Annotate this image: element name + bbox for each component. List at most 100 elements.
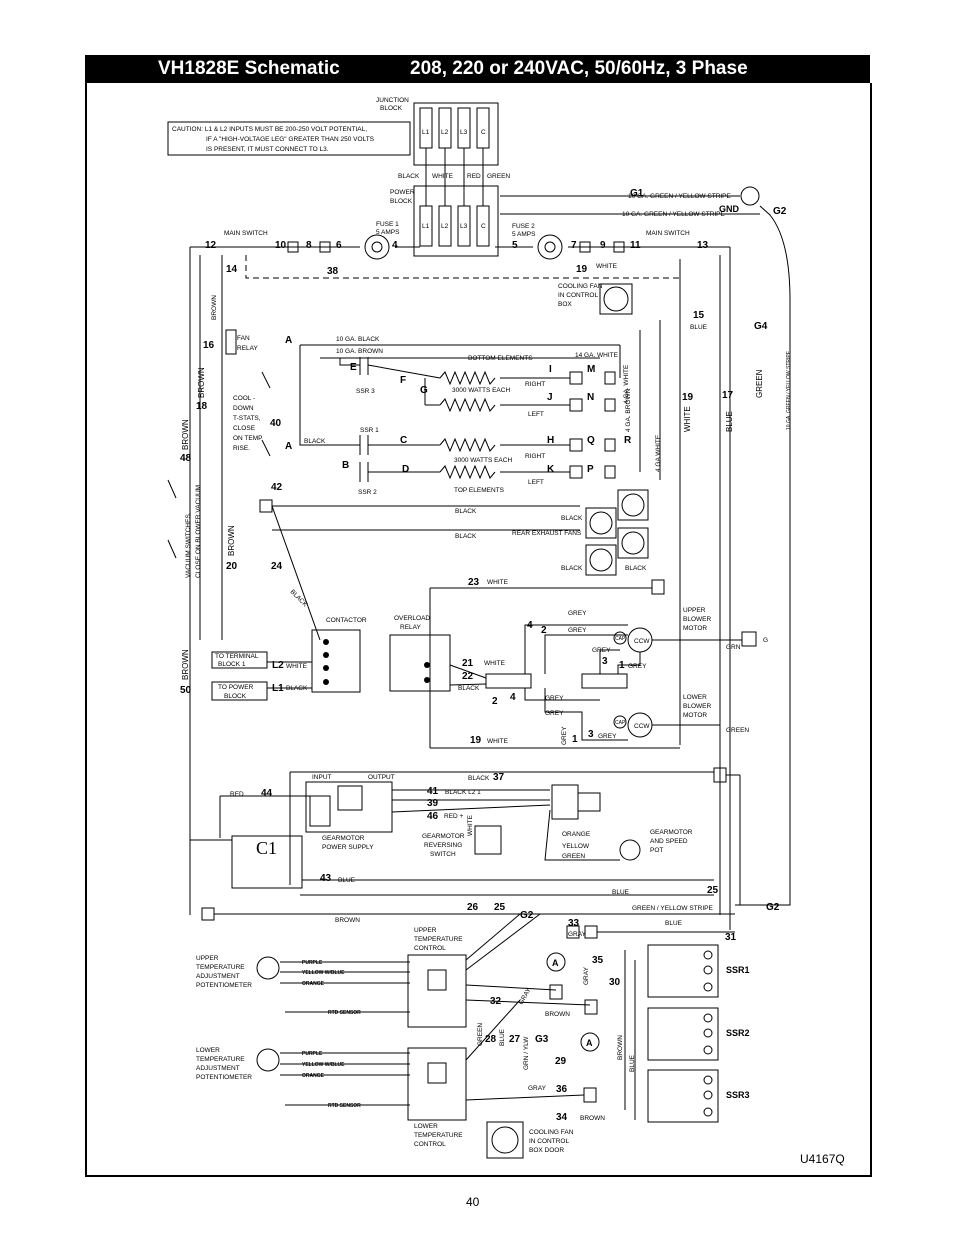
caution-line-2: IF A "HIGH-VOLTAGE LEG" GREATER THAN 250… xyxy=(206,136,375,143)
wire-black-fan-4: BLACK xyxy=(561,565,583,572)
ammeter-2 xyxy=(580,1032,600,1052)
wire-black-22: BLACK xyxy=(458,685,480,692)
wire-35: 35 xyxy=(592,955,604,966)
fan-door-3: BOX DOOR xyxy=(529,1147,564,1154)
node-j: J xyxy=(547,392,553,403)
fuse1-label-2: 5 AMPS xyxy=(376,229,400,236)
cooldown-5: ON TEMP xyxy=(233,435,263,442)
wire-gy-2: 10 GA. GREEN / YELLOW STRIPE xyxy=(622,211,725,218)
wire-19-bottom: 19 xyxy=(470,735,482,746)
fuse2-label-2: 5 AMPS xyxy=(512,231,536,238)
wire-15: 15 xyxy=(693,310,705,321)
yellow-blue-upper: YELLOW W/BLUE xyxy=(302,970,345,976)
wire-50: 50 xyxy=(180,685,192,696)
wire-18: 18 xyxy=(196,401,208,412)
gearmotor-rev-1: GEARMOTOR xyxy=(422,833,465,840)
gearmotor-speed-pot xyxy=(619,839,641,861)
upper-pot-4: POTENTIOMETER xyxy=(196,982,252,989)
rear-exhaust-fan-3 xyxy=(617,527,649,559)
wire-22: 22 xyxy=(462,671,474,682)
fuse2-label-1: FUSE 2 xyxy=(512,223,535,230)
lower-pot-2: TEMPERATURE xyxy=(196,1056,245,1063)
wire-grey-8: GREY xyxy=(561,726,568,745)
cooling-fan-control-box xyxy=(599,283,633,315)
wire-13: 13 xyxy=(697,240,709,251)
rtd-lower: RTD SENSOR xyxy=(328,1103,361,1109)
power-block xyxy=(413,185,499,257)
wire-3-motor: 3 xyxy=(602,656,608,667)
node-r: R xyxy=(624,435,632,446)
wire-g4: G4 xyxy=(754,321,768,332)
wire-37: 37 xyxy=(493,772,505,783)
lower-pot-4: POTENTIOMETER xyxy=(196,1074,252,1081)
wire-black-fan-2: BLACK xyxy=(455,533,477,540)
cap-lower: CAP xyxy=(615,720,626,726)
wire-4ga-white: 4 GA. WHITE xyxy=(623,364,630,404)
wire-34: 34 xyxy=(556,1112,568,1123)
node-a-top: A xyxy=(285,335,292,346)
upper-ctrl-1: UPPER xyxy=(414,927,437,934)
wire-black-37: BLACK xyxy=(468,775,490,782)
wire-1-motor: 1 xyxy=(619,660,625,671)
terminal-l1: L1 xyxy=(422,129,430,136)
wire-17: 17 xyxy=(722,390,734,401)
wire-28: 28 xyxy=(485,1034,497,1045)
fan-door-1: COOLING FAN xyxy=(529,1129,574,1136)
upper-pot-1: UPPER xyxy=(196,955,219,962)
upper-blower-3: MOTOR xyxy=(683,625,707,632)
title-bar: VH1828E Schematic 208, 220 or 240VAC, 50… xyxy=(85,55,870,83)
wire-4ga-brown: 4 GA. BROWN xyxy=(625,388,632,432)
node-f: F xyxy=(400,375,406,386)
ssr3-right xyxy=(647,1069,719,1123)
purple-upper: PURPLE xyxy=(302,960,323,966)
wire-grey-2: GREY xyxy=(568,627,587,634)
wire-5: 5 xyxy=(512,240,518,251)
fan-door-2: IN CONTROL xyxy=(529,1138,569,1145)
wire-7: 7 xyxy=(571,240,577,251)
rear-exhaust-label: REAR EXHAUST FANS xyxy=(512,530,582,537)
wire-black-top: BLACK xyxy=(398,173,420,180)
wire-white-switch: WHITE xyxy=(467,814,474,836)
main-switch-left: MAIN SWITCH xyxy=(224,230,268,237)
wire-48: 48 xyxy=(180,453,192,464)
wire-39: 39 xyxy=(427,798,439,809)
wire-grey-7: GREY xyxy=(598,733,617,740)
caution-box xyxy=(167,121,411,156)
wire-grey-1: GREY xyxy=(568,610,587,617)
wire-blue-31: BLUE xyxy=(665,920,683,927)
to-terminal-1: TO TERMINAL xyxy=(215,653,259,660)
cooling-fan-label-3: BOX xyxy=(558,301,572,308)
node-n: N xyxy=(587,392,594,403)
wire-brown-ssr: BROWN xyxy=(617,1035,624,1060)
to-power-1: TO POWER xyxy=(218,684,254,691)
wire-10ga-brown: 10 GA. BROWN xyxy=(336,348,383,355)
wire-grey-3: GREY xyxy=(592,647,611,654)
gnd-label: GND xyxy=(719,204,740,214)
wire-black-24: BLACK xyxy=(289,588,309,608)
wire-gry: GRAY xyxy=(568,931,587,938)
wire-42: 42 xyxy=(271,482,283,493)
wire-blue-27: BLUE xyxy=(499,1028,506,1046)
wire-g2-bottom: G2 xyxy=(766,902,780,913)
wire-blue-ssr: BLUE xyxy=(629,1054,636,1072)
gearmotor-pot-3: POT xyxy=(650,847,663,854)
node-d: D xyxy=(402,464,409,475)
to-power-2: BLOCK xyxy=(224,693,247,700)
gearmotor xyxy=(551,784,579,820)
c1-label: C1 xyxy=(256,838,277,858)
upper-blower-2: BLOWER xyxy=(683,616,711,623)
node-m: M xyxy=(587,364,595,375)
wire-brown-14: BROWN xyxy=(211,295,218,320)
wire-black-fan-5: BLACK xyxy=(625,565,647,572)
cap-upper: CAP xyxy=(615,636,626,642)
yellow-blue-lower: YELLOW W/BLUE xyxy=(302,1062,345,1068)
label-l2: L2 xyxy=(272,660,284,671)
bottom-element-right xyxy=(439,370,496,386)
wire-red-44: RED xyxy=(230,791,244,798)
node-b: B xyxy=(342,460,349,471)
junction-label-2: BLOCK xyxy=(380,105,403,112)
cooling-fan-label-2: IN CONTROL xyxy=(558,292,598,299)
wire-green-lower: GREEN xyxy=(726,727,749,734)
top-element-right xyxy=(439,437,496,453)
upper-ctrl-2: TEMPERATURE xyxy=(414,936,463,943)
